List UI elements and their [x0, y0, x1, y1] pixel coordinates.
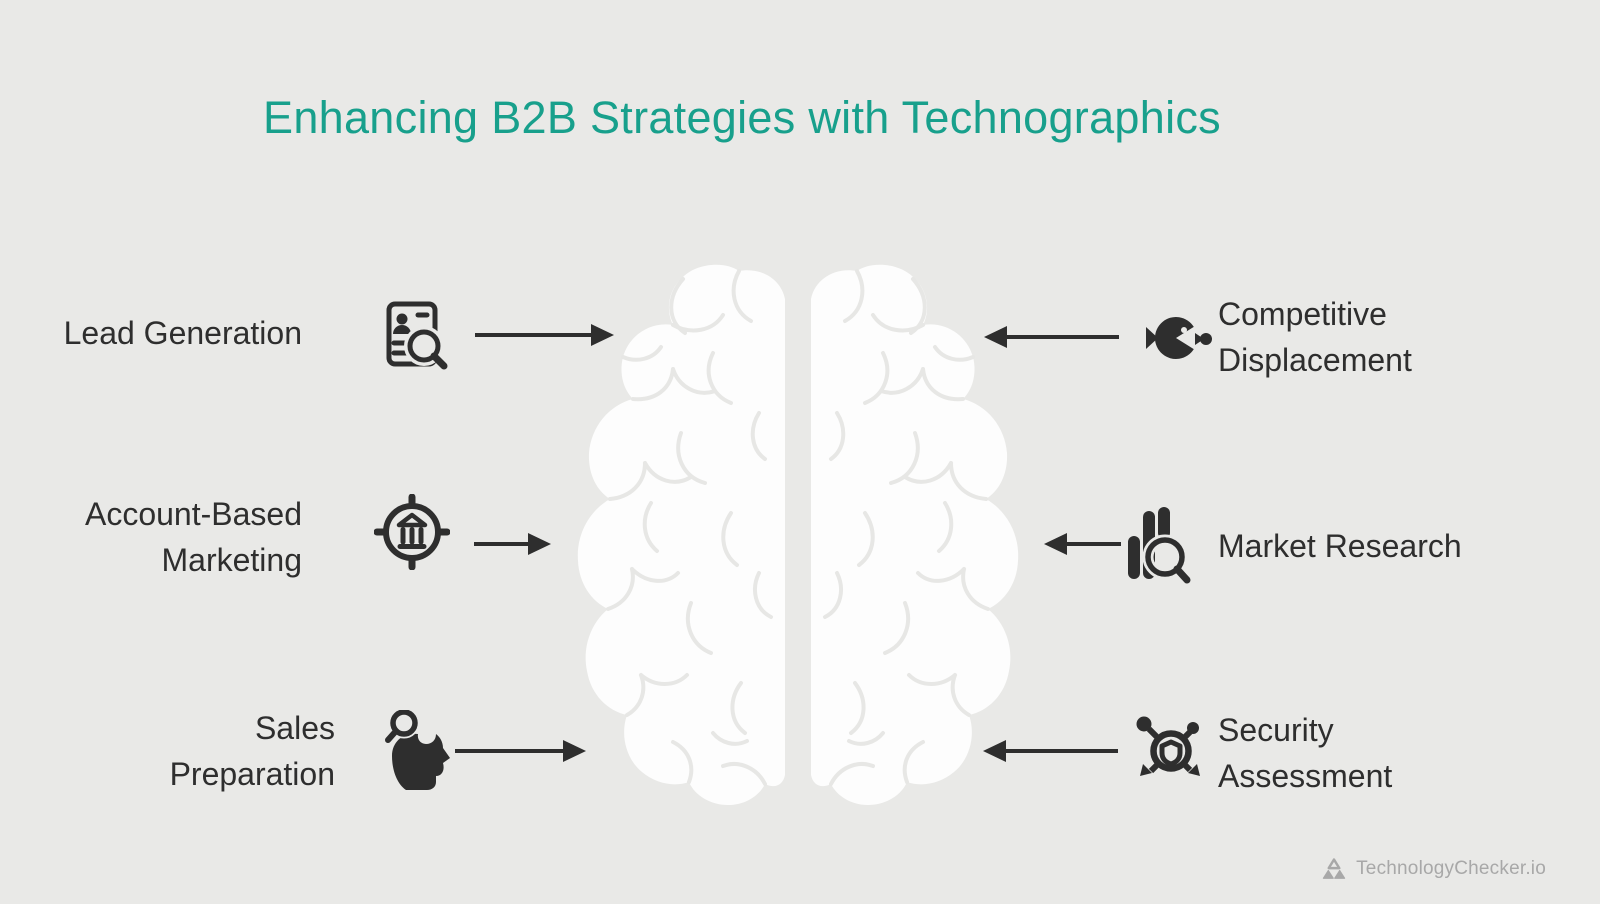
arrow-lead-to-brain	[475, 324, 614, 346]
arrow-sales-to-brain	[455, 740, 586, 762]
bank-target-icon	[374, 494, 450, 570]
bar-chart-magnifier-icon	[1128, 507, 1191, 584]
label-account-based-marketing: Account-Based Marketing	[84, 496, 302, 578]
brand-name: TechnologyChecker.io	[1356, 857, 1546, 879]
brain-illustration	[575, 263, 1021, 807]
threat-spread-icon	[1136, 716, 1200, 776]
label-lead-generation: Lead Generation	[63, 315, 302, 351]
arrow-market-to-brain	[1044, 533, 1121, 555]
label-sales-preparation: Sales Preparation	[169, 710, 335, 792]
arrow-competitive-to-brain	[984, 326, 1119, 348]
label-competitive-displacement: Competitive Displacement	[1218, 296, 1412, 378]
brand-triangle-logo-icon	[1322, 858, 1346, 879]
brand-footer: TechnologyChecker.io	[1321, 857, 1546, 880]
head-magnifier-icon	[385, 710, 450, 790]
big-fish-small-fish-icon	[1146, 317, 1212, 359]
label-security-assessment: Security Assessment	[1218, 712, 1393, 794]
arrow-security-to-brain	[983, 740, 1118, 762]
resume-search-icon	[386, 301, 448, 370]
arrow-abm-to-brain	[474, 533, 551, 555]
page-title: Enhancing B2B Strategies with Technograp…	[263, 92, 1221, 143]
label-market-research: Market Research	[1218, 528, 1462, 564]
